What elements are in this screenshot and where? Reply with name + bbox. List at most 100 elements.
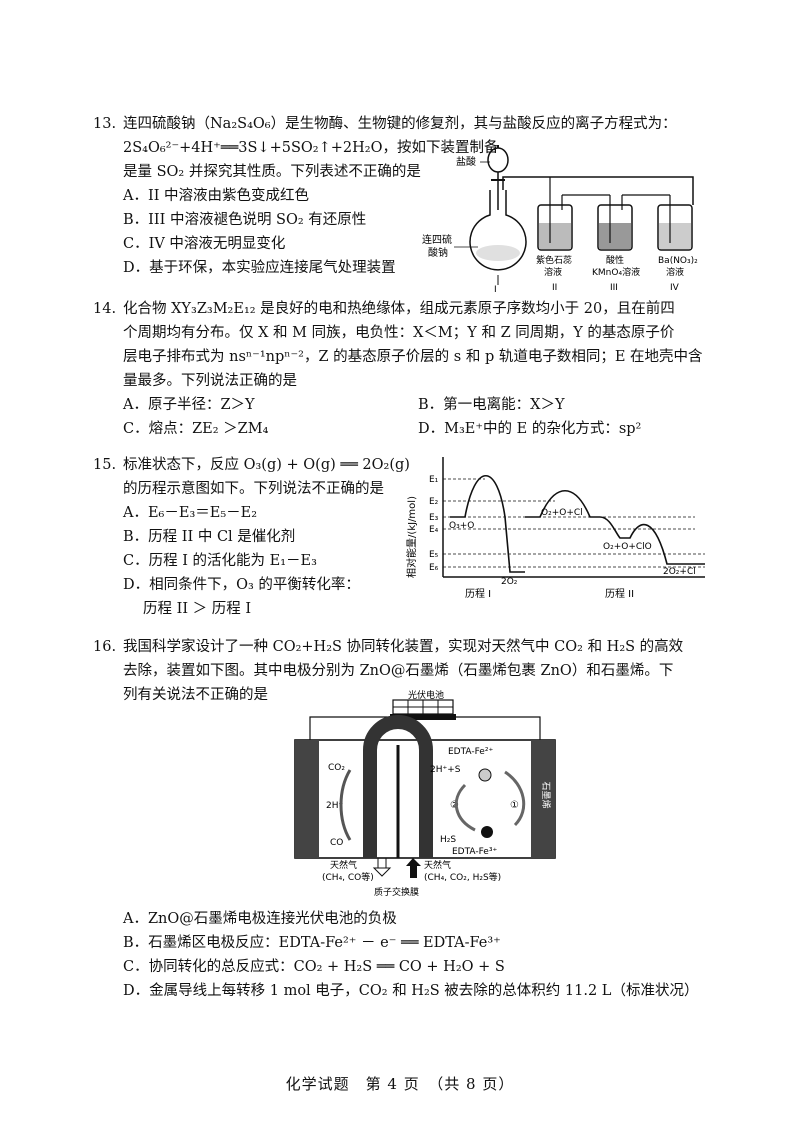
left-cycle-arrow: [339, 769, 352, 841]
u-tube: [363, 715, 433, 858]
wire-right: [456, 716, 541, 740]
question-14: 14. 化合物 XY₃Z₃M₂E₁₂ 是良好的电和热绝缘体，组成元素原子序数均小于…: [93, 298, 703, 442]
left-electrode-label: ZnO@石墨烯: [319, 763, 331, 818]
question-text: 去除，装置如下图。其中电极分别为 ZnO@石墨烯（石墨烯包裹 ZnO）和石墨烯。…: [123, 662, 674, 679]
bottle-iii: [588, 194, 648, 251]
gas-in-composition: (CH₄, CO₂, H₂S等): [424, 871, 501, 883]
sulfur-icon: [481, 826, 493, 838]
bottle-ii-label: 紫色石蕊: [536, 254, 572, 266]
question-text: 个周期均有分布。仅 X 和 M 同族，电负性：X＜M；Y 和 Z 同周期，Y 的…: [123, 324, 675, 341]
option-d: D．相同条件下，O₃ 的平衡转化率：: [123, 576, 360, 593]
e4-label: E₄: [429, 525, 439, 535]
left-electrode: [295, 740, 319, 858]
option-c: C．熔点：ZE₂ ＞ZM₄: [123, 420, 269, 437]
gas-tube: [502, 176, 694, 205]
option-a: A．原子半径：Z＞Y: [123, 396, 255, 413]
question-text: 化合物 XY₃Z₃M₂E₁₂ 是良好的电和热绝缘体，组成元素原子序数均小于 20…: [123, 301, 675, 317]
bottle-iii-label: KMnO₄溶液: [592, 266, 640, 278]
bottle-iv-label: 溶液: [666, 266, 684, 278]
page-footer: 化学试题 第 4 页 （共 8 页）: [285, 1075, 515, 1093]
question-text: 量最多。下列说法正确的是: [123, 372, 297, 389]
bottle-ii: [537, 177, 588, 251]
roman-ii: II: [552, 283, 557, 293]
pv-label: 光伏电池: [408, 690, 444, 701]
roman-iii: III: [610, 283, 618, 293]
pathway-ii-curve: [525, 489, 705, 565]
option-b: B．石墨烯区电极反应：EDTA-Fe²⁺ － e⁻ ══ EDTA-Fe³⁺: [123, 934, 501, 951]
question-text: 标准状态下，反应 O₃(g) + O(g) ══ 2O₂(g): [123, 457, 410, 473]
pathway-i-curve: [450, 474, 525, 573]
option-d: D．基于环保，本实验应连接尾气处理装置: [123, 259, 396, 276]
question-text: 2S₄O₆²⁻+4H⁺══3S↓+5SO₂↑+2H₂O，按如下装置制备: [123, 139, 499, 156]
right-cycle-arrow-left: [454, 783, 476, 832]
question-16-options: A．ZnO@石墨烯电极连接光伏电池的负极 B．石墨烯区电极反应：EDTA-Fe²…: [93, 908, 703, 1004]
species-o2-o-cl: O₂+O+Cl: [541, 508, 583, 518]
option-d: D．金属导线上每转移 1 mol 电子，CO₂ 和 H₂S 被去除的总体积约 1…: [123, 982, 699, 999]
co2-label: CO₂: [328, 763, 345, 773]
pv-panel: [390, 699, 456, 720]
x-label-pathway-ii: 历程 II: [605, 588, 634, 600]
option-b: B．历程 II 中 Cl 是催化剂: [123, 528, 296, 545]
y-axis-label: 相对能量/(kJ/mol): [405, 496, 418, 578]
option-d: D．M₃E⁺中的 E 的杂化方式：sp²: [418, 420, 642, 437]
species-o3-o: O₃+O: [449, 521, 474, 531]
gas-out-label: 天然气: [330, 859, 357, 871]
edta-fe2-label: EDTA-Fe²⁺: [448, 747, 493, 757]
option-a: A．E₆－E₃＝E₅－E₂: [123, 504, 258, 521]
q13-apparatus-figure: 盐酸 连四硫 酸钠 I: [422, 145, 698, 295]
option-c: C．历程 I 的活化能为 E₁－E₃: [123, 552, 317, 569]
flask: [469, 190, 527, 271]
x-label-pathway-i: 历程 I: [465, 588, 491, 600]
bottle-iv: [648, 194, 693, 251]
wire-left: [309, 716, 390, 740]
question-number: 14.: [93, 301, 117, 317]
bottle-iii-label: 酸性: [606, 254, 624, 266]
question-text: 列有关说法不正确的是: [123, 686, 268, 703]
roman-i: I: [494, 285, 497, 295]
e1-label: E₁: [429, 475, 439, 485]
guide-lines: [443, 478, 705, 568]
e6-label: E₆: [429, 563, 439, 573]
label-reagent: 酸钠: [428, 246, 448, 259]
right-cycle-arrow-right: [504, 770, 526, 827]
question-number: 16.: [93, 639, 117, 655]
option-d-continued: 历程 II ＞ 历程 I: [143, 600, 252, 617]
option-c: C．协同转化的总反应式：CO₂ + H₂S ══ CO + H₂O + S: [123, 958, 505, 975]
species-2o2-cl: 2O₂+Cl: [663, 567, 696, 577]
question-text: 层电子排布式为 nsⁿ⁻¹npⁿ⁻²，Z 的基态原子价层的 s 和 p 轨道电子…: [123, 348, 703, 365]
gas-out-composition: (CH₄, CO等): [322, 871, 374, 883]
question-number: 15.: [93, 457, 117, 473]
e5-label: E₅: [429, 550, 439, 560]
option-a: A．ZnO@石墨烯电极连接光伏电池的负极: [123, 911, 397, 927]
right-electrode-label: 石墨烯: [540, 781, 552, 808]
option-c: C．IV 中溶液无明显变化: [123, 235, 286, 252]
bubble-icon: [478, 768, 492, 782]
species-o2-o-clo: O₂+O+ClO: [603, 542, 652, 552]
label-hcl: 盐酸: [456, 155, 476, 168]
question-16: 16. 我国科学家设计了一种 CO₂+H₂S 协同转化装置，实现对天然气中 CO₂…: [93, 636, 703, 708]
roman-iv: IV: [670, 283, 680, 293]
right-electrode: [531, 740, 555, 858]
h2s-label: H₂S: [440, 835, 456, 845]
option-a: A．II 中溶液由紫色变成红色: [123, 187, 310, 204]
label-reagent: 连四硫: [422, 233, 452, 246]
edta-fe3-label: EDTA-Fe³⁺: [452, 847, 497, 857]
gas-out-arrow: [372, 857, 392, 877]
q16-device-figure: 光伏电池 ZnO@石墨烯 石墨烯 CO₂ 2H⁺ CO EDTA-Fe²⁺ 2H…: [294, 690, 556, 898]
question-13: 13.连四硫酸钠（Na₂S₄O₆）是生物酶、生物键的修复剂，其与盐酸反应的离子方…: [93, 113, 703, 280]
question-text: 的历程示意图如下。下列说法不正确的是: [123, 480, 384, 497]
option-b: B．第一电离能：X＞Y: [418, 396, 565, 413]
question-text: 我国科学家设计了一种 CO₂+H₂S 协同转化装置，实现对天然气中 CO₂ 和 …: [123, 639, 684, 655]
question-number: 13.: [93, 116, 117, 132]
step-1-label: ①: [510, 800, 519, 811]
gas-in-arrow: [406, 858, 421, 878]
co-label: CO: [330, 838, 343, 848]
step-2-label: ②: [450, 800, 459, 811]
membrane-label: 质子交换膜: [374, 886, 419, 898]
q15-energy-diagram: 相对能量/(kJ/mol) E₁ E₂ E₃ E₄ E₅ E₆ O₃+O O₂+…: [405, 457, 705, 600]
e2-label: E₂: [429, 497, 439, 507]
option-b: B．III 中溶液褪色说明 SO₂ 有还原性: [123, 211, 367, 228]
question-15: 15. 标准状态下，反应 O₃(g) + O(g) ══ 2O₂(g) 的历程示意…: [93, 454, 703, 621]
e3-label: E₃: [429, 513, 439, 523]
